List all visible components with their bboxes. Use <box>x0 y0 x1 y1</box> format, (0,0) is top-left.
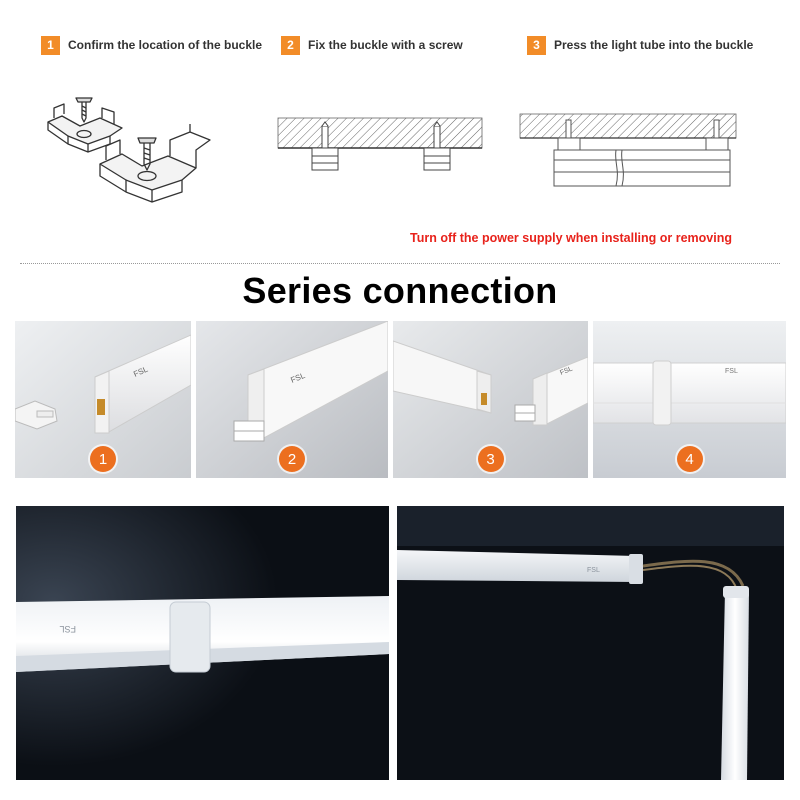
step-number-badge: 1 <box>41 35 60 55</box>
corner-connection-photo: FSL <box>397 506 784 780</box>
step-label: Press the light tube into the buckle <box>554 38 754 52</box>
step-label: Confirm the location of the buckle <box>68 38 263 52</box>
step-2-heading: 2 Fix the buckle with a screw <box>281 35 463 55</box>
step-badge: 4 <box>676 446 703 472</box>
series-photo-4: FSL 4 <box>593 321 786 478</box>
step-1-heading: 1 Confirm the location of the buckle <box>41 35 262 55</box>
step-label: Fix the buckle with a screw <box>308 38 463 52</box>
connected-tubes-photo: FSL <box>16 506 389 780</box>
series-photo-1: FSL 1 <box>15 321 191 478</box>
series-connection-title: Series connection <box>242 270 558 311</box>
press-tube-illustration <box>518 110 738 198</box>
series-photo-3: FSL 3 <box>393 321 588 478</box>
buckle-location-illustration <box>40 88 230 218</box>
step-3-heading: 3 Press the light tube into the buckle <box>527 35 753 55</box>
step-number-badge: 2 <box>281 35 300 55</box>
series-photo-2: FSL 2 <box>196 321 388 478</box>
section-divider <box>20 263 780 264</box>
step-number-badge: 3 <box>527 35 546 55</box>
step-badge: 3 <box>477 446 504 472</box>
step-badge: 1 <box>90 446 116 472</box>
brand-mark: FSL <box>587 567 600 574</box>
brand-mark: FSL <box>59 624 76 634</box>
step-badge: 2 <box>279 446 305 472</box>
power-warning-text: Turn off the power supply when installin… <box>410 231 733 245</box>
svg-text:FSL: FSL <box>559 366 574 377</box>
fix-screw-illustration <box>276 112 484 180</box>
svg-text:FSL: FSL <box>725 368 738 375</box>
